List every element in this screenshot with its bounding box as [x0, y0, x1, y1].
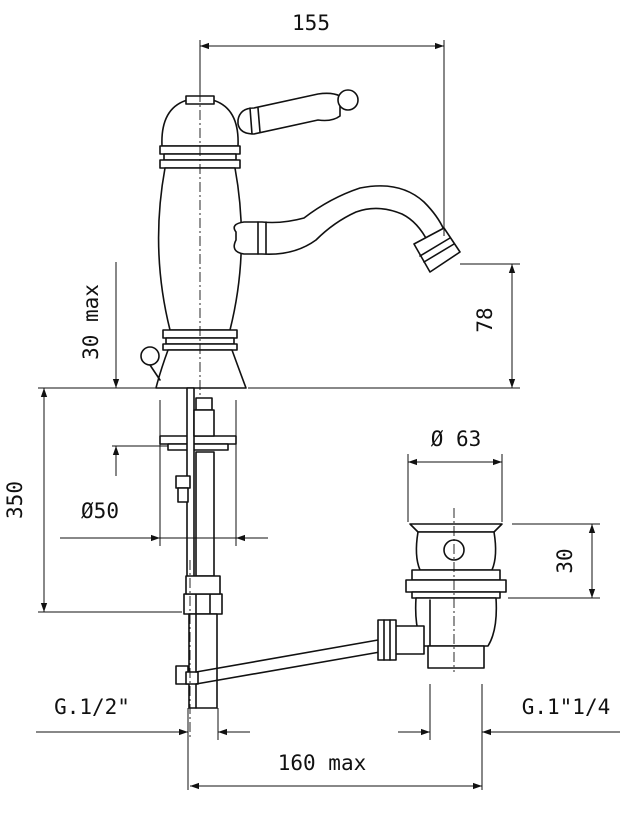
dim-label-d63: Ø 63: [431, 427, 482, 451]
popup-waste: [377, 523, 507, 669]
dim-label-g114: G.1"1/4: [522, 695, 611, 719]
dim-total-width: 155: [199, 11, 445, 236]
dim-label-155: 155: [292, 11, 330, 35]
dim-label-78: 78: [473, 307, 497, 332]
dim-label-g12: G.1/2": [54, 695, 130, 719]
dim-waste-height: 30: [508, 523, 600, 599]
dim-deck-thickness: 30 max: [79, 262, 168, 476]
dim-waste-thread: G.1"1/4: [398, 684, 620, 790]
under-deck-assembly: [159, 387, 381, 709]
dim-label-d50: Ø50: [81, 499, 119, 523]
dim-inlet-thread: G.1/2": [36, 695, 250, 790]
dim-base-diameter: Ø50: [60, 400, 268, 546]
dim-label-160-max: 160 max: [278, 751, 367, 775]
dim-label-30-max: 30 max: [79, 284, 103, 360]
dim-label-30: 30: [553, 548, 577, 573]
dim-spout-height: 78: [248, 263, 520, 389]
center-lines: [189, 92, 455, 740]
handle-lever: [237, 89, 359, 135]
dim-waste-diameter: Ø 63: [407, 427, 503, 522]
spout: [233, 185, 461, 273]
dim-rod-length: 160 max: [190, 751, 482, 790]
dim-hose-length: 350: [3, 387, 182, 613]
dim-label-350: 350: [3, 481, 27, 519]
faucet-body: [140, 95, 247, 389]
